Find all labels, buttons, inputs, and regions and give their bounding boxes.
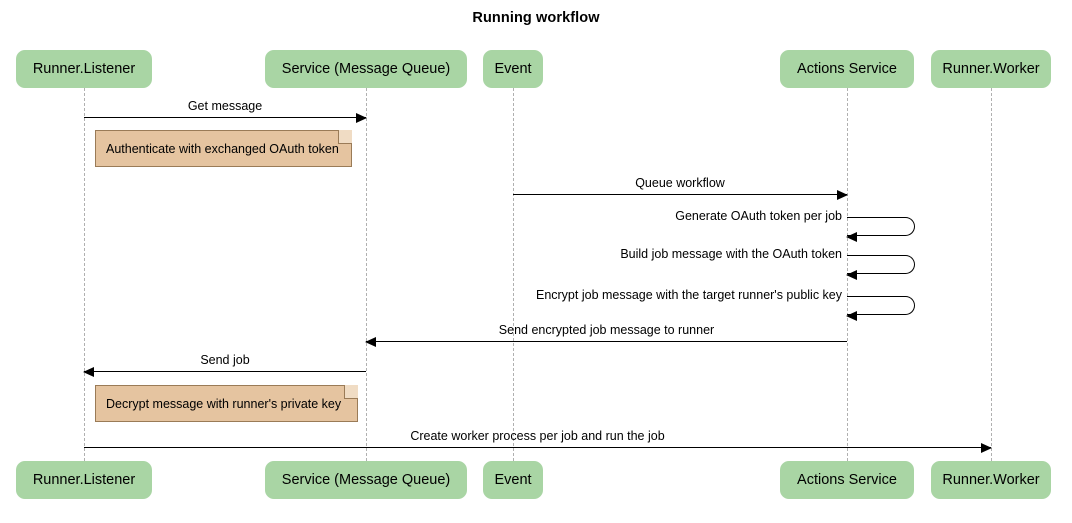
self-message-label-generate-oauth-token: Generate OAuth token per job <box>675 209 842 223</box>
note-text: Decrypt message with runner's private ke… <box>106 396 342 411</box>
message-label-create-worker-process: Create worker process per job and run th… <box>410 428 665 443</box>
note-folded-corner-icon <box>338 130 352 144</box>
note-decrypt-note: Decrypt message with runner's private ke… <box>95 385 358 422</box>
message-create-worker-process: Create worker process per job and run th… <box>84 429 992 453</box>
self-message-encrypt-job-message: Encrypt job message with the target runn… <box>536 289 915 322</box>
message-label-send-encrypted-job-message: Send encrypted job message to runner <box>498 322 715 337</box>
arrowhead-right-icon <box>356 112 367 123</box>
arrowhead-left-icon <box>846 311 857 322</box>
arrowhead-right-icon <box>981 442 992 453</box>
message-send-job: Send job <box>83 353 366 377</box>
lifeline-service-mq <box>366 88 367 461</box>
participant-runner-worker-top[interactable]: Runner.Worker <box>931 50 1051 88</box>
note-folded-corner-icon <box>344 385 358 399</box>
participant-label: Runner.Listener <box>32 61 136 77</box>
participant-label: Runner.Listener <box>32 472 136 488</box>
message-label-send-job: Send job <box>200 352 250 367</box>
arrowhead-left-icon <box>83 366 94 377</box>
participant-event-bottom[interactable]: Event <box>483 461 543 499</box>
message-send-encrypted-job-message: Send encrypted job message to runner <box>365 323 847 347</box>
participant-label: Actions Service <box>797 61 897 77</box>
participant-label: Event <box>494 472 532 488</box>
participant-label: Runner.Worker <box>942 472 1040 488</box>
participant-label: Actions Service <box>797 472 897 488</box>
note-authenticate-note: Authenticate with exchanged OAuth token <box>95 130 352 167</box>
participant-actions-service-top[interactable]: Actions Service <box>780 50 914 88</box>
self-message-label-encrypt-job-message: Encrypt job message with the target runn… <box>535 288 842 302</box>
self-message-build-job-message: Build job message with the OAuth token <box>620 248 915 281</box>
participant-service-mq-top[interactable]: Service (Message Queue) <box>265 50 467 88</box>
message-queue-workflow: Queue workflow <box>513 176 848 200</box>
participant-label: Event <box>494 61 532 77</box>
participant-label: Service (Message Queue) <box>281 472 451 488</box>
message-get-message: Get message <box>84 99 367 123</box>
note-text: Authenticate with exchanged OAuth token <box>106 141 339 156</box>
lifeline-runner-listener <box>84 88 85 461</box>
participant-label: Service (Message Queue) <box>281 61 451 77</box>
participant-runner-worker-bottom[interactable]: Runner.Worker <box>931 461 1051 499</box>
arrowhead-left-icon <box>846 232 857 243</box>
lifeline-event <box>513 88 514 461</box>
participant-event-top[interactable]: Event <box>483 50 543 88</box>
lifeline-runner-worker <box>991 88 992 461</box>
participant-actions-service-bottom[interactable]: Actions Service <box>780 461 914 499</box>
page-title: Running workflow <box>472 10 600 26</box>
message-label-queue-workflow: Queue workflow <box>635 175 725 190</box>
self-message-label-build-job-message: Build job message with the OAuth token <box>620 247 842 261</box>
arrowhead-right-icon <box>837 189 848 200</box>
arrowhead-left-icon <box>365 336 376 347</box>
participant-runner-listener-bottom[interactable]: Runner.Listener <box>16 461 152 499</box>
participant-service-mq-bottom[interactable]: Service (Message Queue) <box>265 461 467 499</box>
message-label-get-message: Get message <box>187 98 263 113</box>
participant-label: Runner.Worker <box>942 61 1040 77</box>
arrowhead-left-icon <box>846 270 857 281</box>
participant-runner-listener-top[interactable]: Runner.Listener <box>16 50 152 88</box>
self-message-generate-oauth-token: Generate OAuth token per job <box>675 210 915 243</box>
